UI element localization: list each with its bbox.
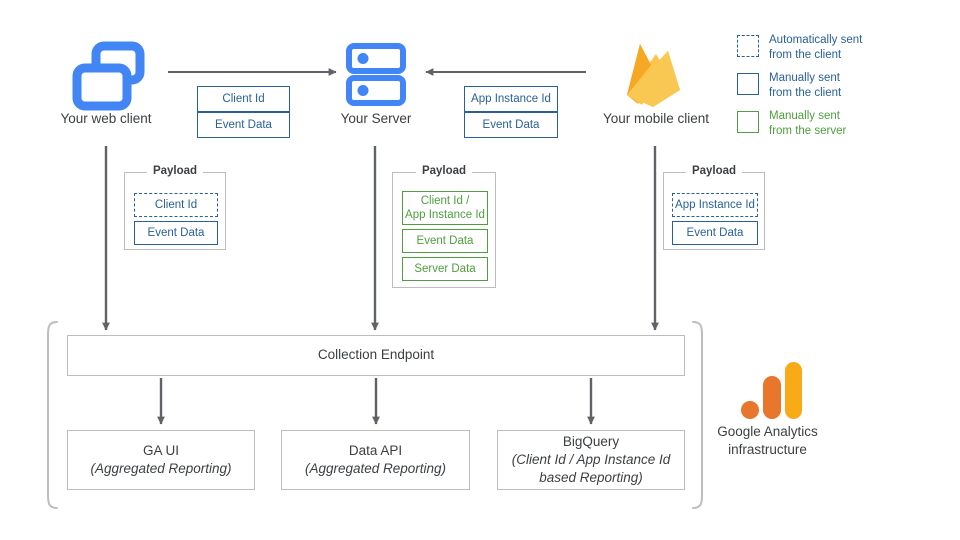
- firebase-icon: [618, 38, 688, 115]
- transfer-field-event-data: Event Data: [197, 112, 290, 138]
- legend-label-line1: Automatically sent: [769, 34, 863, 46]
- infrastructure-bracket-right: [692, 321, 703, 509]
- ga-infrastructure-caption: Google Analytics infrastructure: [690, 423, 845, 459]
- legend-label-line2: from the client: [769, 87, 842, 100]
- output-subtitle: (Aggregated Reporting): [90, 461, 232, 476]
- legend: Automatically sent from the client Manua…: [737, 33, 952, 147]
- payload-field-client-or-app-instance-id: Client Id / App Instance Id: [402, 191, 488, 225]
- legend-label-line2: from the client: [769, 49, 842, 62]
- collection-endpoint-box: Collection Endpoint: [67, 335, 685, 376]
- legend-swatch-dashed-blue-icon: [737, 35, 759, 57]
- google-analytics-logo-icon: [740, 362, 802, 425]
- infrastructure-bracket-left: [47, 321, 58, 509]
- ga-caption-line2: infrastructure: [728, 442, 807, 458]
- output-title: BigQuery: [562, 433, 620, 449]
- legend-label-line2: from the server: [769, 125, 847, 138]
- server-label: Your Server: [340, 111, 412, 126]
- server-icon: [345, 43, 407, 112]
- legend-item-manual-client: Manually sent from the client: [737, 71, 952, 101]
- output-subtitle: (Client Id / App Instance Id based Repor…: [511, 451, 671, 486]
- web-client-payload: Payload Client Id Event Data: [124, 165, 226, 250]
- legend-item-auto-client: Automatically sent from the client: [737, 33, 952, 63]
- collection-endpoint-label: Collection Endpoint: [317, 347, 435, 363]
- web-client-icon: [72, 40, 145, 117]
- payload-title: Payload: [415, 165, 473, 177]
- payload-field-event-data: Event Data: [672, 221, 758, 245]
- transfer-field-event-data-mobile: Event Data: [464, 112, 558, 138]
- legend-label-line1: Manually sent: [769, 72, 840, 84]
- payload-field-server-data: Server Data: [402, 257, 488, 281]
- output-box-data-api: Data API (Aggregated Reporting): [281, 430, 470, 490]
- legend-item-manual-server: Manually sent from the server: [737, 109, 952, 139]
- ga-caption-line1: Google Analytics: [717, 424, 818, 439]
- payload-field-client-id: Client Id: [134, 193, 218, 217]
- output-subtitle: (Aggregated Reporting): [304, 461, 447, 476]
- mobile-client-label: Your mobile client: [602, 111, 710, 126]
- legend-swatch-solid-green-icon: [737, 111, 759, 133]
- server-payload: Payload Client Id / App Instance Id Even…: [392, 165, 496, 288]
- payload-field-app-instance-id: App Instance Id: [672, 193, 758, 217]
- web-client-label: Your web client: [60, 111, 152, 126]
- transfer-field-client-id: Client Id: [197, 86, 290, 112]
- payload-title: Payload: [146, 165, 204, 177]
- output-title: GA UI: [142, 442, 179, 458]
- output-box-ga-ui: GA UI (Aggregated Reporting): [67, 430, 255, 490]
- transfer-field-app-instance-id: App Instance Id: [464, 86, 558, 112]
- legend-label-line1: Manually sent: [769, 110, 840, 122]
- output-box-bigquery: BigQuery (Client Id / App Instance Id ba…: [497, 430, 685, 490]
- output-title: Data API: [348, 442, 403, 458]
- payload-title: Payload: [685, 165, 743, 177]
- payload-field-event-data: Event Data: [402, 229, 488, 253]
- legend-swatch-solid-blue-icon: [737, 73, 759, 95]
- mobile-client-payload: Payload App Instance Id Event Data: [663, 165, 765, 250]
- payload-field-event-data: Event Data: [134, 221, 218, 245]
